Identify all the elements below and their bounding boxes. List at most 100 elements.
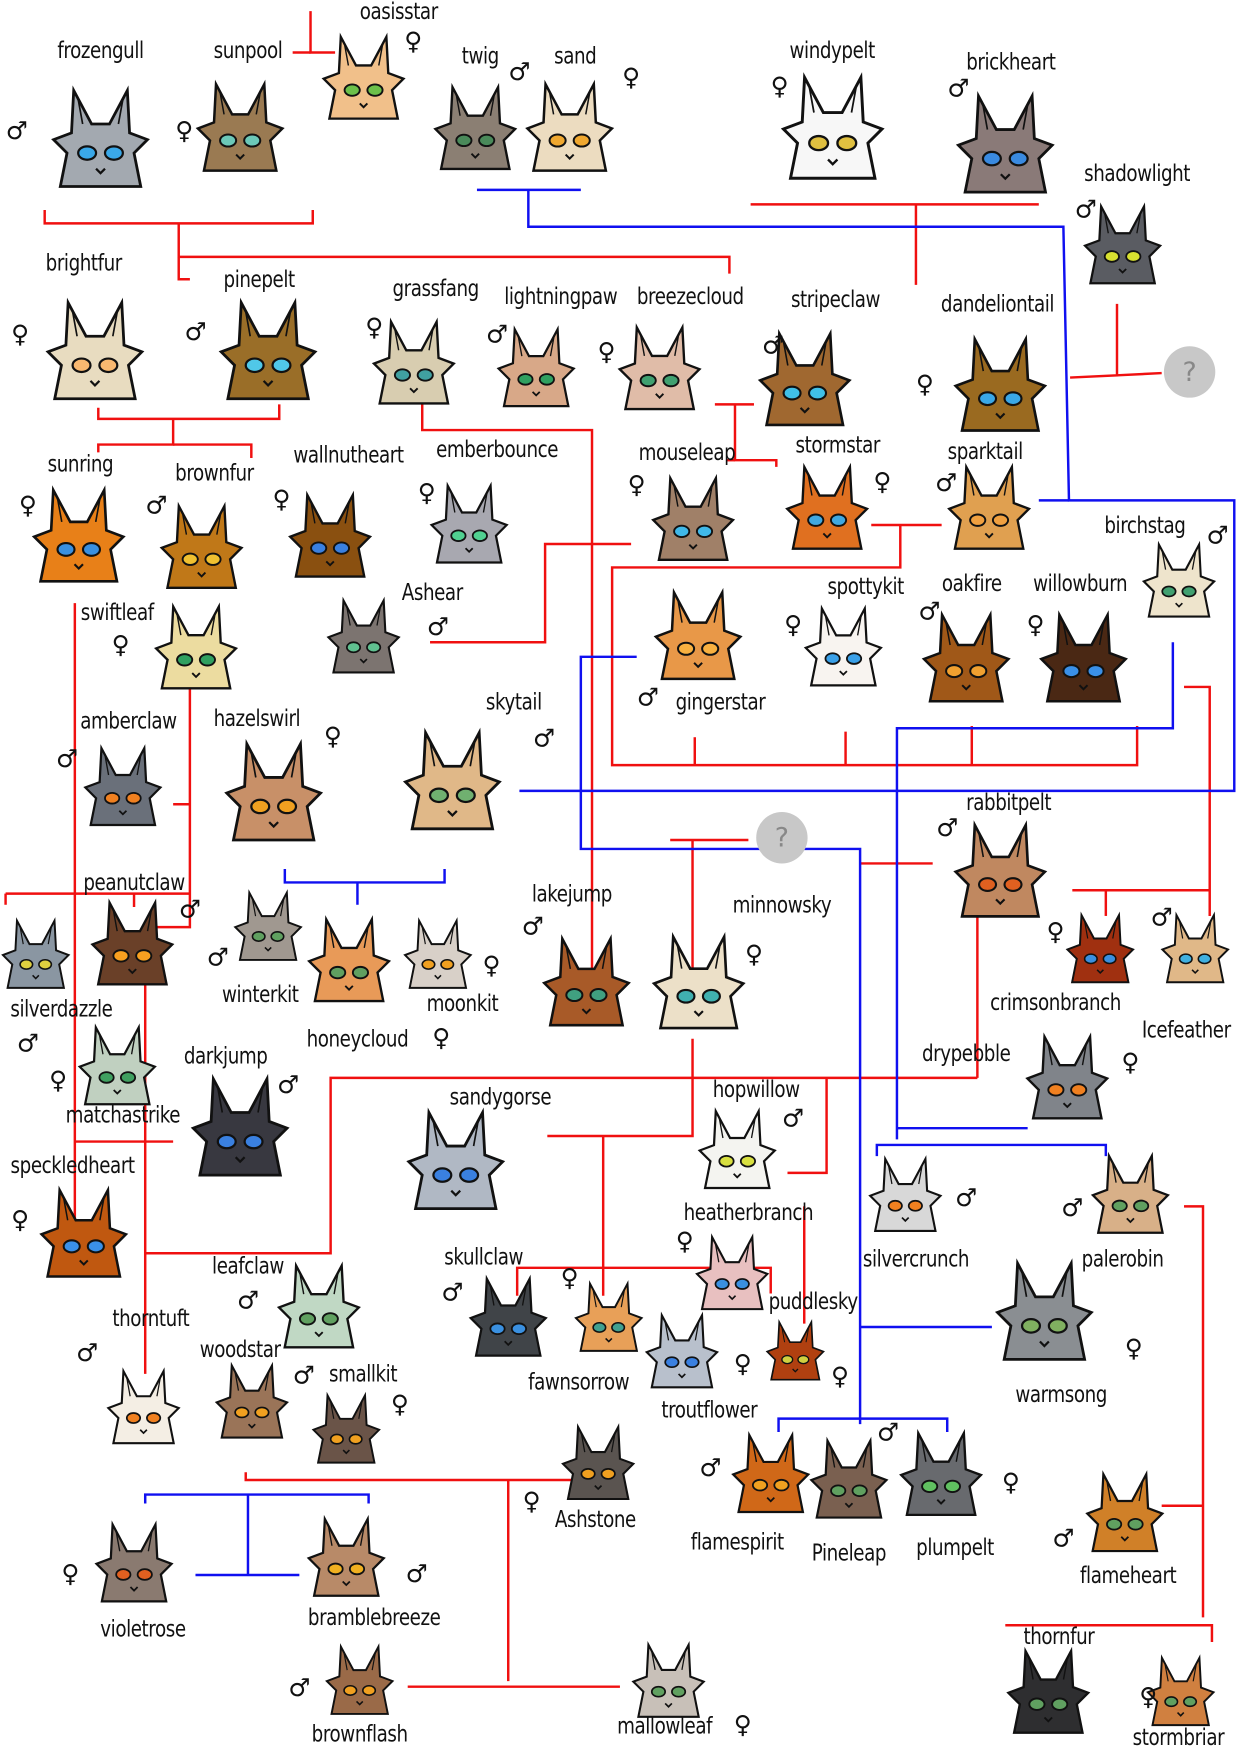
gender-symbol: ♀ (1046, 918, 1065, 947)
cat-name: violetrose (100, 1615, 186, 1642)
gender-symbol: ♀ (417, 479, 436, 508)
cat-name: stormbriar (1132, 1723, 1225, 1751)
cat-face-icon (1137, 539, 1221, 623)
cat-face-icon (639, 1310, 723, 1394)
lineage-line (1005, 1624, 1214, 1642)
gender-symbol: ♀ (1139, 1683, 1158, 1712)
lineage-line (145, 1076, 978, 1255)
cat-face-icon (1033, 609, 1134, 710)
partner-line (1184, 685, 1211, 916)
cat-face-icon (424, 480, 513, 569)
gender-symbol: ♀ (560, 1265, 579, 1293)
cat-face-icon (645, 472, 740, 567)
cat-face-icon (648, 586, 749, 687)
gender-symbol: ♂ (16, 1030, 39, 1059)
gender-symbol: ♂ (55, 745, 79, 774)
cat-face-icon (762, 1318, 829, 1385)
gender-symbol: ♂ (636, 684, 659, 713)
cat-face-icon (1080, 1469, 1169, 1558)
lineage-line (733, 404, 778, 467)
gender-symbol: ♂ (918, 598, 941, 627)
cat-name: troutflower (661, 1396, 758, 1424)
gender-symbol: ♀ (675, 1228, 694, 1257)
gender-symbol: ♀ (733, 1351, 752, 1379)
gender-symbol: ♀ (1124, 1335, 1143, 1364)
cat-name: mallowleaf (617, 1712, 713, 1740)
cat-name: swiftleaf (80, 598, 154, 626)
cat-name: peanutclaw (83, 869, 185, 896)
unknown-parent-marker: ? (756, 812, 808, 864)
cat-name: hopwillow (712, 1075, 800, 1103)
gender-symbol: ♂ (405, 1561, 428, 1589)
cat-name: lightningpaw (504, 282, 618, 310)
gender-symbol: ♂ (441, 1279, 464, 1308)
cat-face-icon (73, 1022, 162, 1111)
gender-symbol: ♂ (184, 318, 207, 347)
gender-symbol: ♂ (1074, 196, 1097, 224)
partner-line (1116, 371, 1162, 377)
cat-face-icon (947, 818, 1053, 924)
cat-name: Ashear (401, 578, 463, 606)
gender-symbol: ♂ (876, 1419, 900, 1448)
cat-face-icon (25, 483, 131, 589)
cat-name: fawnsorrow (528, 1368, 630, 1396)
gender-symbol: ♂ (532, 725, 556, 754)
gender-symbol: ♀ (111, 631, 130, 660)
gender-symbol: ♂ (277, 1071, 300, 1100)
gender-symbol: ♂ (936, 814, 959, 843)
gender-symbol: ♂ (699, 1454, 722, 1483)
gender-symbol: ♀ (1121, 1049, 1140, 1078)
gender-symbol: ♂ (5, 117, 28, 146)
cat-name: flamespirit (690, 1528, 784, 1555)
cat-face-icon (190, 78, 291, 179)
cat-name: lakejump (531, 880, 613, 908)
cat-name: brickheart (966, 48, 1056, 75)
gender-symbol: ♂ (782, 1105, 805, 1134)
gender-symbol: ♀ (432, 1024, 451, 1053)
cat-name: windypelt (789, 36, 876, 64)
gender-symbol: ♀ (1026, 611, 1045, 640)
gender-symbol: ♀ (627, 471, 646, 500)
gender-symbol: ♀ (622, 64, 641, 93)
cat-face-icon (397, 726, 509, 838)
gender-symbol: ♂ (288, 1674, 311, 1703)
lineage-line (547, 1038, 694, 1138)
cat-face-icon (612, 321, 707, 416)
lineage-line (515, 1266, 772, 1296)
cat-face-icon (1000, 1645, 1095, 1740)
cat-face-icon (863, 1153, 947, 1237)
lineage-line (177, 256, 190, 281)
lineage-line (1184, 1205, 1205, 1618)
cat-face-icon (154, 500, 249, 595)
cat-name: oasisstar (359, 0, 439, 25)
cat-face-icon (218, 737, 330, 849)
cat-name: puddlesky (768, 1287, 859, 1315)
cat-face-icon (893, 1427, 988, 1522)
gender-symbol: ♂ (292, 1362, 315, 1391)
partner-line (145, 664, 192, 929)
cat-face-icon (78, 743, 167, 832)
link-line (579, 655, 862, 1425)
cat-name: stormstar (795, 431, 881, 458)
gender-symbol: ♀ (404, 28, 423, 57)
cat-name: emberbounce (436, 435, 559, 463)
gender-symbol: ♂ (236, 1287, 259, 1316)
cat-face-icon (321, 595, 405, 679)
gender-symbol: ♂ (145, 492, 168, 520)
cat-face-icon (690, 1231, 774, 1315)
gender-symbol: ♂ (955, 1184, 978, 1213)
cat-name: thorntuft (112, 1304, 190, 1332)
cat-name: brownflash (311, 1720, 408, 1747)
cat-name: twig (461, 42, 500, 70)
gender-symbol: ♀ (482, 952, 501, 981)
cat-face-icon (101, 1366, 185, 1450)
cat-face-icon (400, 1106, 512, 1218)
gender-symbol: ♂ (947, 75, 970, 104)
cat-name: wallnutheart (293, 441, 404, 469)
cat-face-icon (726, 1430, 815, 1519)
gender-symbol: ♀ (744, 941, 763, 969)
link-line (875, 1143, 1108, 1157)
cat-face-icon (1061, 910, 1139, 988)
cat-name: sandygorse (449, 1083, 552, 1111)
cat-face-icon (947, 332, 1053, 438)
